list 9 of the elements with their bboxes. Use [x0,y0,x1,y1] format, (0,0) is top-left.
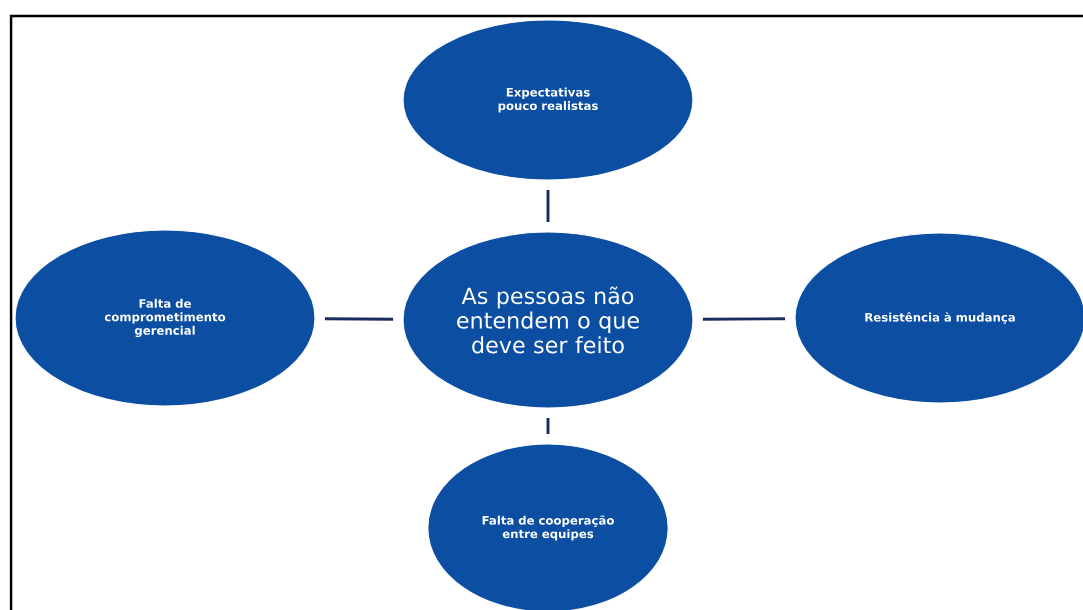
oval-node: Falta de cooperação entre equipes [427,443,669,610]
oval-node: Resistência à mudança [794,232,1083,404]
connector-line [324,317,394,321]
connector-line [546,417,550,435]
connector-line [702,317,786,321]
oval-node: Falta de comprometimento gerencial [14,229,316,407]
oval-node: Expectativas pouco realistas [402,19,694,181]
connector-line [546,189,550,223]
oval-node: As pessoas não entendem o que deve ser feito [402,231,694,409]
